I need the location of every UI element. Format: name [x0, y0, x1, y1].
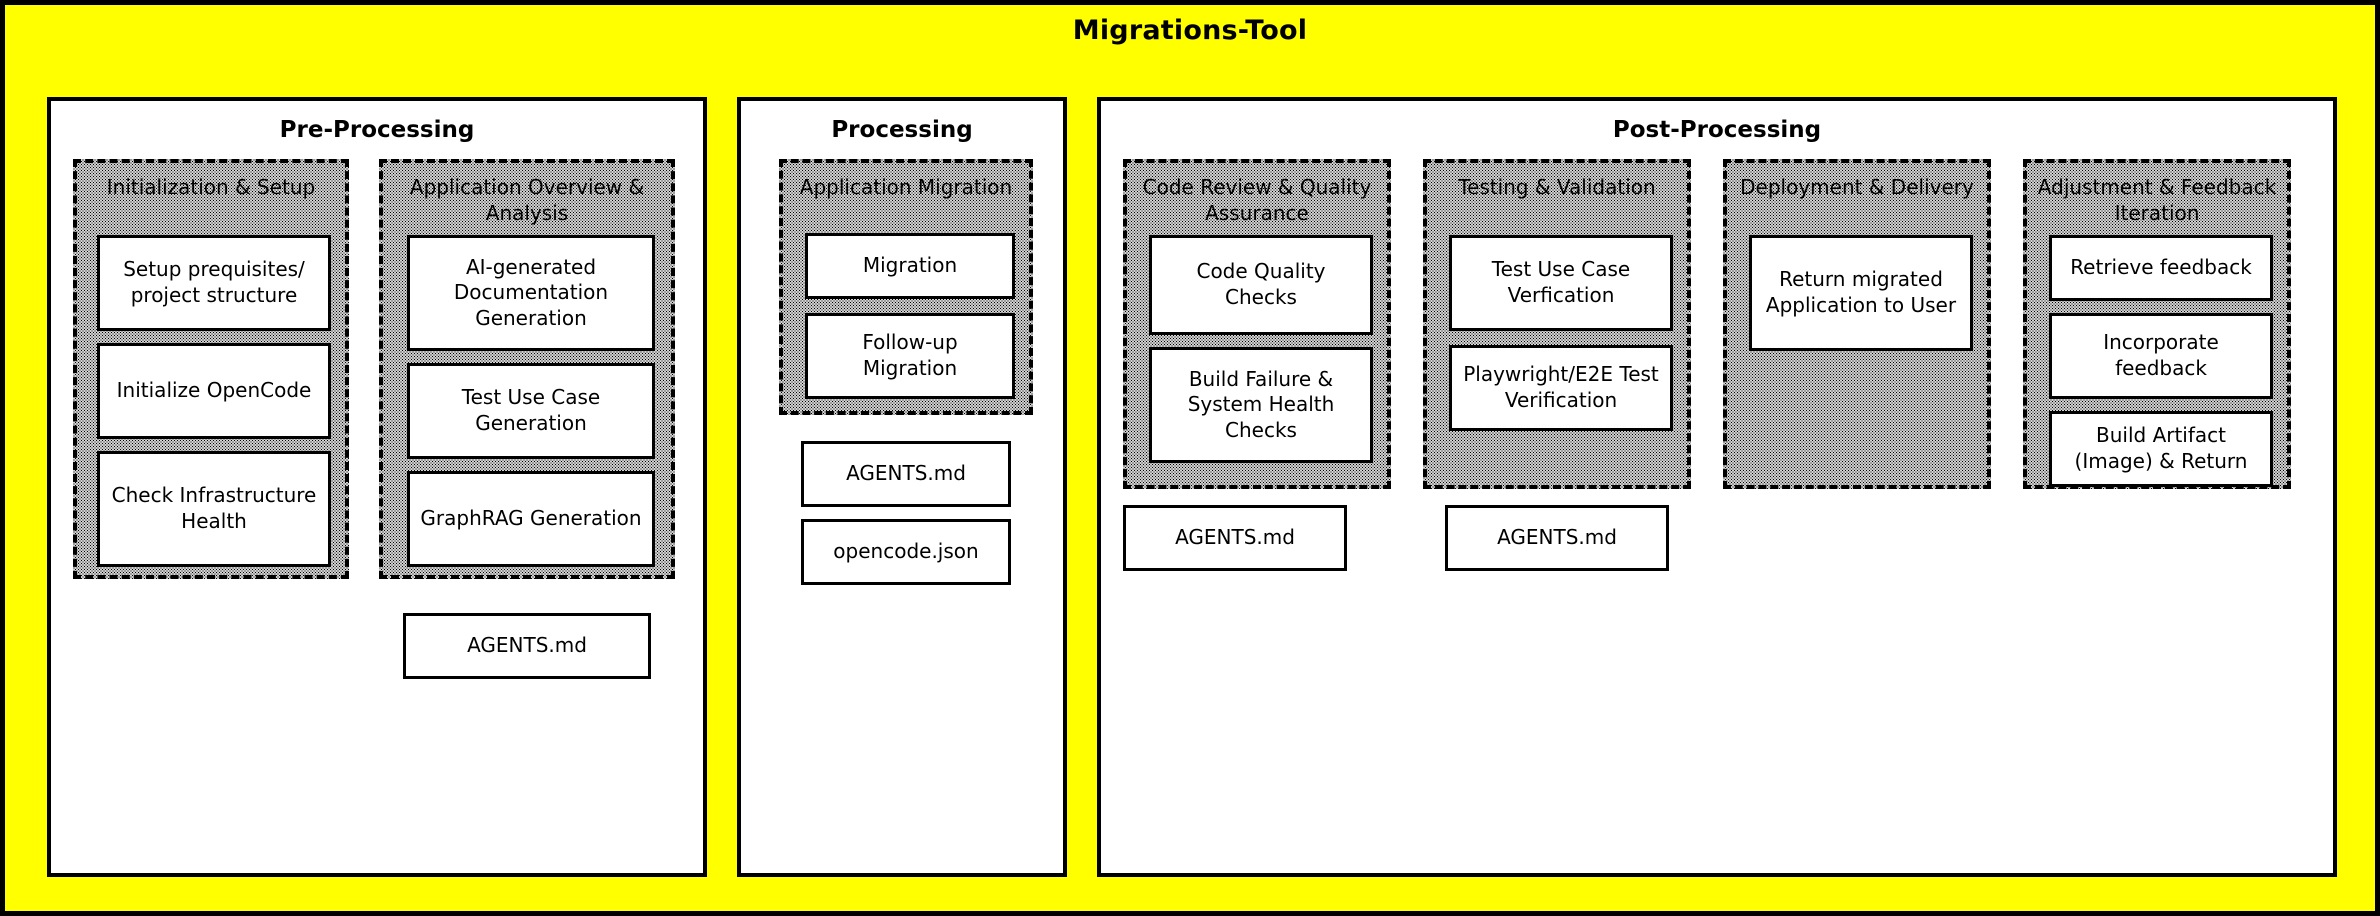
file-agents-md-post-2[interactable]: AGENTS.md [1445, 505, 1669, 571]
group-application-migration-title: Application Migration [799, 175, 1013, 199]
group-initialization-and-setup-title: Initialization & Setup [106, 175, 316, 199]
node-build-artifact-image-and-return[interactable]: Build Artifact (Image) & Return [2049, 411, 2273, 487]
node-setup-prerequisites[interactable]: Setup prequisites/ project structure [97, 235, 331, 331]
file-agents-md-processing[interactable]: AGENTS.md [801, 441, 1011, 507]
node-code-quality-checks[interactable]: Code Quality Checks [1149, 235, 1373, 335]
group-code-review-and-quality-assurance-title: Code Review & Quality Assurance [1142, 175, 1372, 225]
group-application-overview-and-analysis-title: Application Overview & Analysis [409, 175, 645, 225]
node-test-use-case-generation[interactable]: Test Use Case Generation [407, 363, 655, 459]
group-adjustment-and-feedback-iteration-title: Adjustment & Feedback Iteration [2037, 175, 2277, 225]
node-retrieve-feedback[interactable]: Retrieve feedback [2049, 235, 2273, 301]
group-deployment-and-delivery: Deployment & Delivery Return migrated Ap… [1723, 159, 1991, 489]
file-agents-md-pre[interactable]: AGENTS.md [403, 613, 651, 679]
phase-processing-title: Processing [831, 117, 973, 143]
node-check-infrastructure-health[interactable]: Check Infrastructure Health [97, 451, 331, 567]
group-deployment-and-delivery-title: Deployment & Delivery [1740, 175, 1974, 199]
group-application-migration: Application Migration Migration Follow-u… [779, 159, 1033, 415]
node-ai-generated-documentation-generation[interactable]: AI-generated Documentation Generation [407, 235, 655, 351]
node-follow-up-migration[interactable]: Follow-up Migration [805, 313, 1015, 399]
node-initialize-opencode[interactable]: Initialize OpenCode [97, 343, 331, 439]
node-build-failure-system-health-checks[interactable]: Build Failure & System Health Checks [1149, 347, 1373, 463]
node-migration[interactable]: Migration [805, 233, 1015, 299]
phase-pre-processing: Pre-Processing Initialization & Setup Se… [47, 97, 707, 877]
diagram-title: Migrations-Tool [1072, 15, 1308, 46]
group-code-review-and-quality-assurance: Code Review & Quality Assurance Code Qua… [1123, 159, 1391, 489]
phase-pre-processing-title: Pre-Processing [279, 117, 475, 143]
file-opencode-json[interactable]: opencode.json [801, 519, 1011, 585]
node-return-migrated-application-to-user[interactable]: Return migrated Application to User [1749, 235, 1973, 351]
node-graphrag-generation[interactable]: GraphRAG Generation [407, 471, 655, 567]
group-testing-and-validation: Testing & Validation Test Use Case Verfi… [1423, 159, 1691, 489]
group-testing-and-validation-title: Testing & Validation [1458, 175, 1656, 199]
group-initialization-and-setup: Initialization & Setup Setup prequisites… [73, 159, 349, 579]
node-test-use-case-verification[interactable]: Test Use Case Verfication [1449, 235, 1673, 331]
group-adjustment-and-feedback-iteration: Adjustment & Feedback Iteration Retrieve… [2023, 159, 2291, 489]
phase-post-processing: Post-Processing Code Review & Quality As… [1097, 97, 2337, 877]
phase-post-processing-title: Post-Processing [1612, 117, 1822, 143]
node-playwright-e2e-test-verification[interactable]: Playwright/E2E Test Verification [1449, 345, 1673, 431]
group-application-overview-and-analysis: Application Overview & Analysis AI-gener… [379, 159, 675, 579]
file-agents-md-post-1[interactable]: AGENTS.md [1123, 505, 1347, 571]
node-incorporate-feedback[interactable]: Incorporate feedback [2049, 313, 2273, 399]
phase-processing: Processing Application Migration Migrati… [737, 97, 1067, 877]
